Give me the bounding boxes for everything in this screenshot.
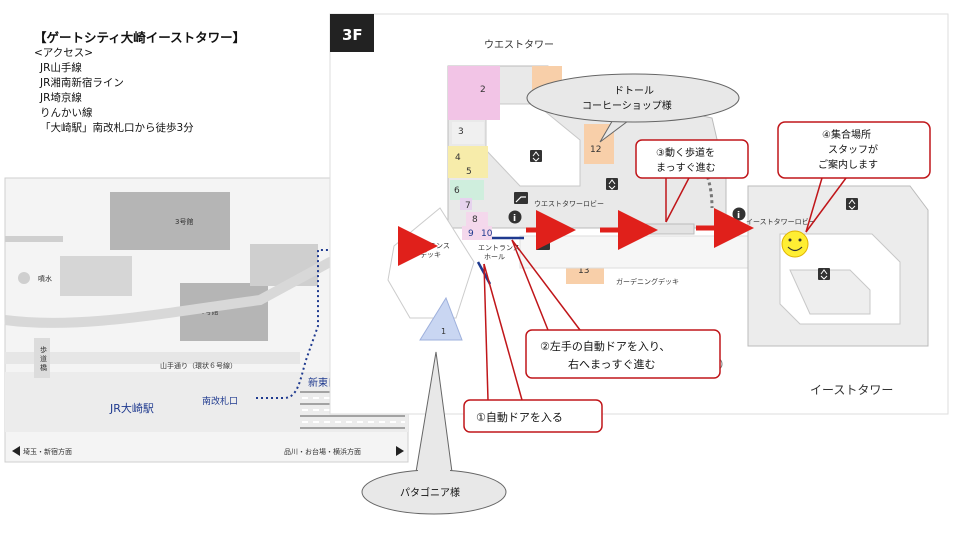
elevator-icon bbox=[530, 150, 542, 162]
svg-text:3: 3 bbox=[458, 127, 464, 137]
gardening-deck-label: ガーデニングデッキ bbox=[616, 277, 679, 286]
svg-text:右へまっすぐ進む: 右へまっすぐ進む bbox=[568, 357, 656, 371]
access-info: 【ゲートシティ大崎イーストタワー】 <アクセス> JR山手線 JR湘南新宿ライン… bbox=[34, 30, 294, 136]
direction-right: 品川・お台場・横浜方面 bbox=[284, 447, 361, 456]
step3-callout: ③動く歩道を まっすぐ進む bbox=[635, 139, 749, 223]
svg-text:7: 7 bbox=[465, 201, 471, 211]
floor-badge bbox=[330, 14, 374, 52]
shop-8 bbox=[466, 212, 488, 226]
access-line: りんかい線 bbox=[40, 107, 93, 119]
svg-text:13: 13 bbox=[578, 266, 589, 276]
svg-text:9: 9 bbox=[468, 229, 474, 239]
building-3-label: 3号館 bbox=[175, 217, 193, 226]
arrow-left-icon bbox=[12, 446, 20, 456]
elevator-icon bbox=[818, 268, 830, 280]
walk-time: 「大崎駅」南改札口から徒歩3分 bbox=[40, 122, 194, 134]
arrow-right-icon bbox=[396, 446, 404, 456]
direction-left: 埼玉・新宿方面 bbox=[23, 447, 72, 456]
jr-osaki-label: JR大崎駅 bbox=[109, 401, 154, 415]
access-line: JR湘南新宿ライン bbox=[40, 77, 124, 89]
svg-text:5: 5 bbox=[466, 167, 472, 177]
svg-text:ドトール: ドトール bbox=[614, 86, 654, 97]
access-line: JR埼京線 bbox=[40, 92, 82, 104]
escalator-icon bbox=[514, 192, 528, 204]
svg-text:1: 1 bbox=[441, 327, 446, 336]
west-lobby-label: ウエストタワーロビー bbox=[534, 199, 604, 208]
patagonia-callout: パタゴニア様 bbox=[361, 351, 507, 515]
shop-4-5 bbox=[448, 146, 488, 178]
access-line: JR山手線 bbox=[40, 62, 82, 74]
shop-2 bbox=[448, 66, 500, 120]
yamate-street-label: 山手通り（環状６号線） bbox=[160, 361, 237, 370]
elevator-icon bbox=[606, 178, 618, 190]
shop-3 bbox=[452, 122, 484, 144]
escalator-icon bbox=[536, 238, 550, 250]
svg-text:パタゴニア様: パタゴニア様 bbox=[400, 486, 460, 499]
svg-text:i: i bbox=[513, 214, 516, 224]
svg-text:コーヒーショップ様: コーヒーショップ様 bbox=[582, 99, 672, 112]
svg-text:④集合場所: ④集合場所 bbox=[822, 128, 871, 141]
access-heading: <アクセス> bbox=[34, 47, 94, 59]
info-icon: i bbox=[508, 210, 522, 224]
east-lobby-label: イーストタワーロビー bbox=[746, 217, 816, 226]
route-arrows bbox=[398, 208, 754, 266]
building-3 bbox=[110, 192, 230, 250]
entrance-hall-label: エントランス ホール bbox=[478, 244, 522, 261]
svg-text:10: 10 bbox=[481, 229, 493, 239]
svg-text:8: 8 bbox=[472, 215, 478, 225]
floor-label: 3F bbox=[342, 26, 363, 44]
svg-text:ご案内します: ご案内します bbox=[818, 158, 878, 171]
svg-text:②左手の自動ドアを入り、: ②左手の自動ドアを入り、 bbox=[540, 339, 670, 353]
svg-text:6: 6 bbox=[454, 186, 460, 196]
elevator-icon bbox=[846, 198, 858, 210]
patagonia-shop bbox=[419, 296, 463, 341]
fountain-label: 噴水 bbox=[38, 274, 52, 283]
walkway-label: 歩道橋 bbox=[40, 345, 47, 372]
svg-text:③動く歩道を: ③動く歩道を bbox=[656, 146, 715, 159]
shop-9-10 bbox=[462, 226, 492, 240]
doutor-callout: ドトール コーヒーショップ様 bbox=[526, 73, 740, 143]
step2-callout: ②左手の自動ドアを入り、 右へまっすぐ進む bbox=[511, 239, 721, 379]
east-tower-label: イーストタワー bbox=[810, 383, 893, 397]
south-gate-label: 南改札口 bbox=[202, 395, 238, 407]
svg-text:4: 4 bbox=[455, 153, 461, 163]
step1-callout: ①自動ドアを入る bbox=[463, 263, 603, 433]
west-tower-label: ウエストタワー bbox=[484, 39, 554, 51]
svg-text:スタッフが: スタッフが bbox=[828, 143, 878, 156]
shop-6 bbox=[450, 180, 484, 200]
smiley-icon bbox=[781, 230, 809, 258]
svg-text:2: 2 bbox=[480, 85, 486, 95]
svg-text:①自動ドアを入る: ①自動ドアを入る bbox=[476, 410, 563, 424]
step4-callout: ④集合場所 スタッフが ご案内します bbox=[777, 121, 931, 233]
svg-text:12: 12 bbox=[590, 145, 601, 155]
page-title: 【ゲートシティ大崎イーストタワー】 bbox=[34, 30, 246, 45]
shop-7 bbox=[460, 198, 472, 210]
svg-text:i: i bbox=[737, 211, 740, 221]
svg-text:まっすぐ進む: まっすぐ進む bbox=[656, 162, 716, 174]
